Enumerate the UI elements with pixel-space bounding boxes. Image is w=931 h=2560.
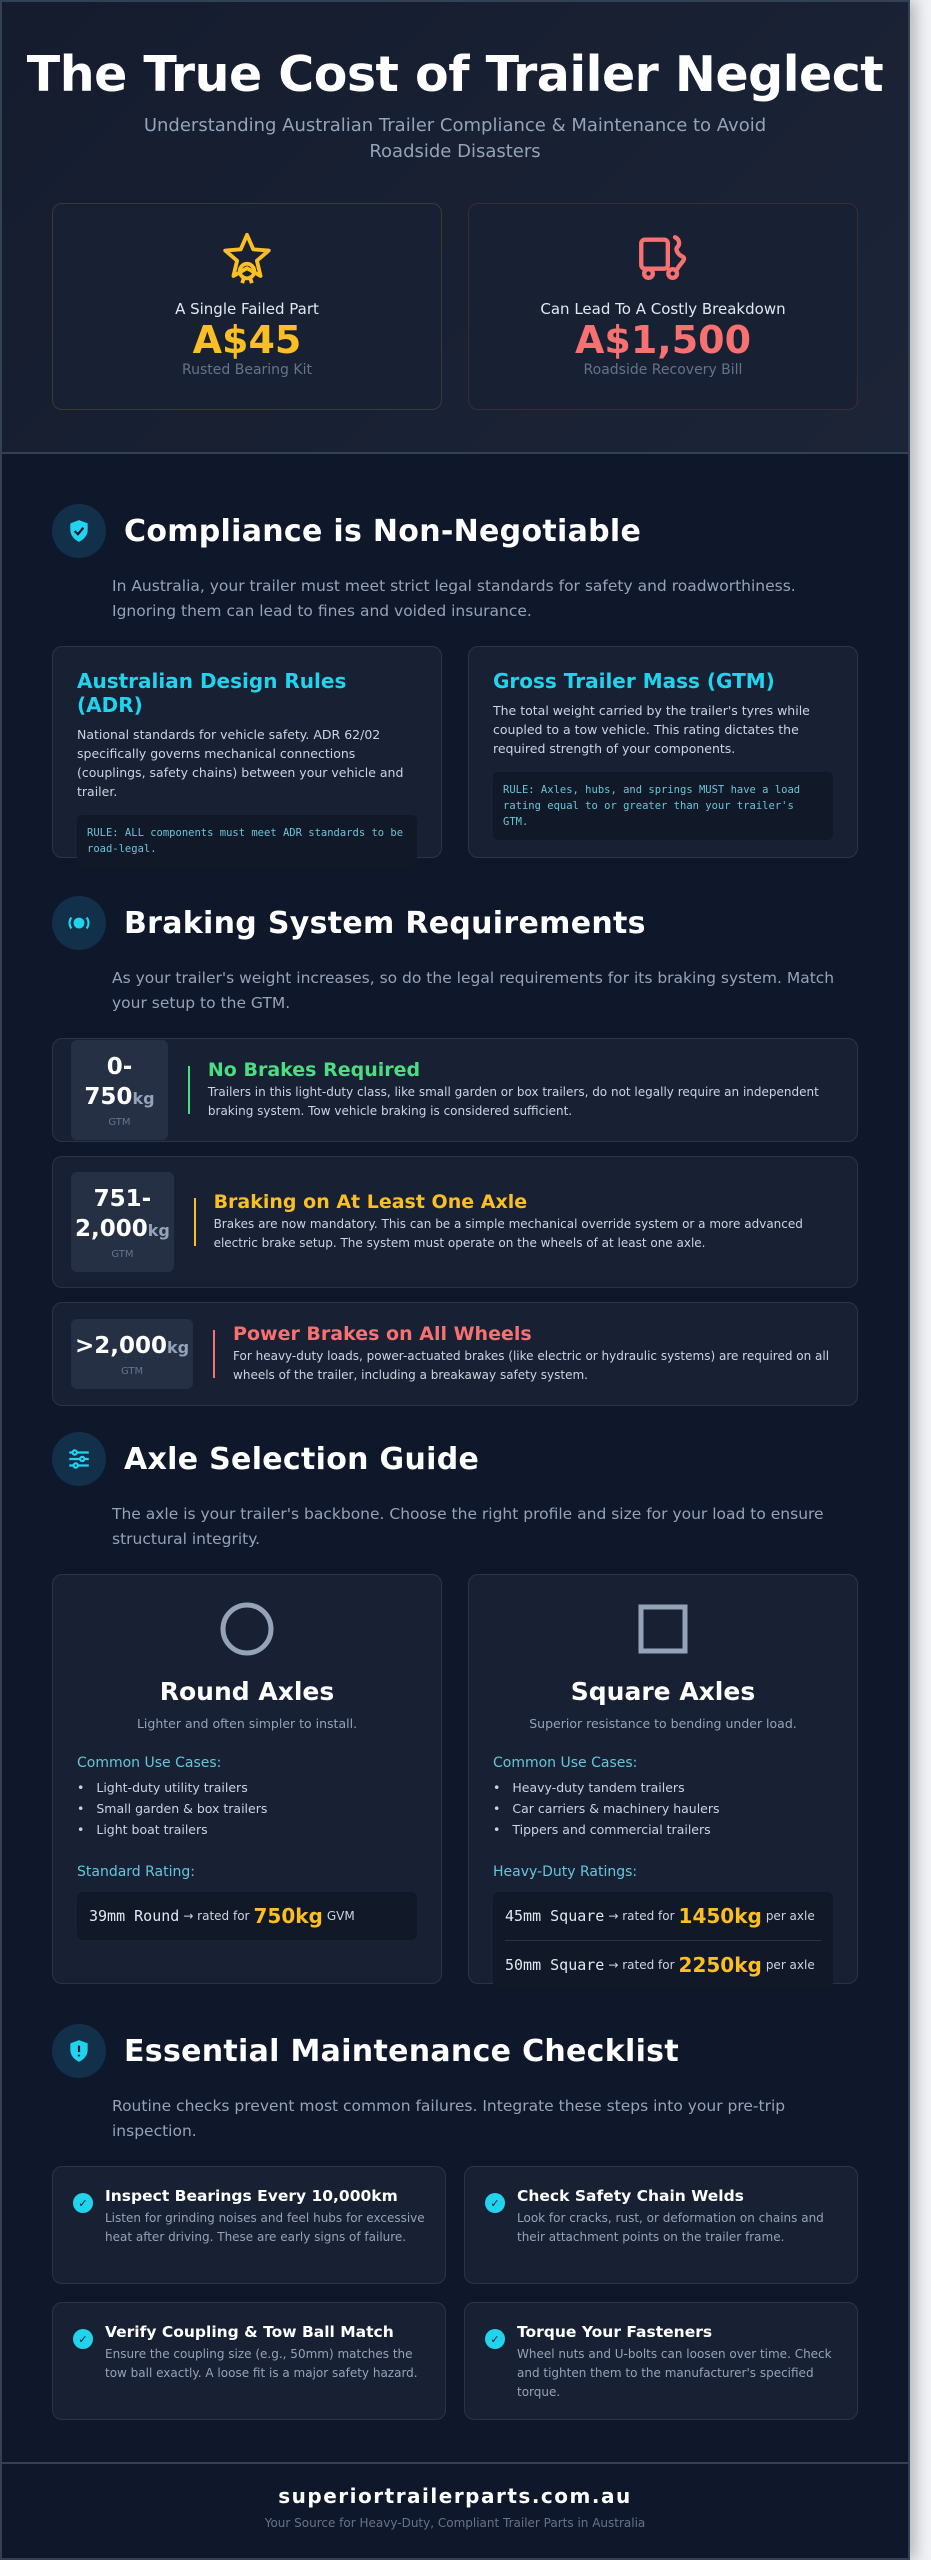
checklist-text: Listen for grinding noises and feel hubs… [105, 2211, 425, 2244]
footer-url[interactable]: superiortrailerparts.com.au [278, 2484, 632, 2508]
card-title: Gross Trailer Mass (GTM) [493, 669, 775, 693]
tier-title: No Brakes Required [207, 1059, 421, 1081]
rule-card-gtm: Gross Trailer Mass (GTM) The total weigh… [468, 646, 858, 858]
section-title: Essential Maintenance Checklist [124, 2033, 679, 2069]
cost-label: A Single Failed Part [175, 300, 319, 318]
hero-section: The True Cost of Trailer Neglect Underst… [2, 2, 908, 454]
cost-card-breakdown: Can Lead To A Costly Breakdown A$1,500 R… [468, 203, 858, 410]
maintenance-section: Essential Maintenance Checklist Routine … [2, 2024, 908, 2420]
cost-amount: A$1,500 [574, 318, 752, 362]
list-item: Car carriers & machinery haulers [493, 1798, 833, 1819]
checklist-title: Check Safety Chain Welds [517, 2187, 744, 2205]
section-title: Compliance is Non-Negotiable [124, 513, 642, 549]
section-title: Axle Selection Guide [124, 1441, 480, 1477]
list-item: Tippers and commercial trailers [493, 1819, 833, 1840]
cost-note: Roadside Recovery Bill [583, 362, 743, 378]
check-icon: ✓ [485, 2193, 505, 2213]
checklist-title: Inspect Bearings Every 10,000km [105, 2187, 398, 2205]
brake-disc-icon [52, 896, 106, 950]
check-icon: ✓ [73, 2193, 93, 2213]
tier-color-bar [187, 1066, 190, 1114]
list-item: Light boat trailers [77, 1819, 417, 1840]
checklist-text: Ensure the coupling size (e.g., 50mm) ma… [105, 2347, 418, 2380]
cost-amount: A$45 [192, 318, 302, 362]
axle-title: Square Axles [570, 1677, 756, 1706]
tow-truck-icon [469, 230, 857, 288]
rating-heading: Standard Rating: [77, 1864, 195, 1880]
checklist-text: Wheel nuts and U-bolts can loosen over t… [517, 2347, 832, 2399]
list-item: Heavy-duty tandem trailers [493, 1777, 833, 1798]
checklist-text: Look for cracks, rust, or deformation on… [517, 2211, 824, 2244]
uses-heading: Common Use Cases: [493, 1755, 638, 1771]
section-title: Braking System Requirements [124, 905, 646, 941]
sliders-icon [52, 1432, 106, 1486]
section-description: As your trailer's weight increases, so d… [112, 969, 835, 1012]
card-title: Australian Design Rules (ADR) [77, 669, 347, 717]
section-description: Routine checks prevent most common failu… [112, 2097, 786, 2140]
shield-check-icon [52, 504, 106, 558]
axle-card-square: Square Axles Superior resistance to bend… [468, 1574, 858, 1988]
card-text: The total weight carried by the trailer'… [493, 703, 810, 756]
checklist-title: Torque Your Fasteners [517, 2323, 713, 2341]
footer-tagline: Your Source for Heavy-Duty, Compliant Tr… [264, 2516, 646, 2530]
check-icon: ✓ [73, 2329, 93, 2349]
section-description: In Australia, your trailer must meet str… [112, 577, 796, 620]
footer: superiortrailerparts.com.au Your Source … [2, 2462, 908, 2530]
list-item: Light-duty utility trailers [77, 1777, 417, 1798]
shield-alert-icon [52, 2024, 106, 2078]
rule-box: RULE: ALL components must meet ADR stand… [77, 815, 417, 867]
tier-color-bar [193, 1198, 196, 1246]
axle-tagline: Superior resistance to bending under loa… [529, 1716, 797, 1731]
axle-section: Axle Selection Guide The axle is your tr… [2, 1432, 908, 1988]
page-title: The True Cost of Trailer Neglect [26, 46, 884, 103]
infographic: The True Cost of Trailer Neglect Underst… [0, 0, 910, 2560]
tier-text: Brakes are now mandatory. This can be a … [213, 1217, 803, 1250]
square-axle-icon [493, 1601, 833, 1661]
rule-box: RULE: Axles, hubs, and springs MUST have… [493, 772, 833, 840]
cost-label: Can Lead To A Costly Breakdown [540, 300, 786, 318]
tier-text: Trailers in this light-duty class, like … [207, 1085, 819, 1118]
compliance-section: Compliance is Non-Negotiable In Australi… [2, 504, 908, 867]
list-item: Small garden & box trailers [77, 1798, 417, 1819]
axle-card-round: Round Axles Lighter and often simpler to… [52, 1574, 442, 1984]
bearing-star-icon [53, 230, 441, 288]
braking-section: Braking System Requirements As your trai… [2, 896, 908, 1406]
tier-title: Power Brakes on All Wheels [233, 1323, 532, 1345]
tier-title: Braking on At Least One Axle [213, 1191, 528, 1213]
uses-heading: Common Use Cases: [77, 1755, 222, 1771]
tier-text: For heavy-duty loads, power-actuated bra… [233, 1349, 830, 1382]
rating-heading: Heavy-Duty Ratings: [493, 1864, 638, 1880]
axle-title: Round Axles [159, 1677, 335, 1706]
checklist-title: Verify Coupling & Tow Ball Match [105, 2323, 394, 2341]
cost-card-part: A Single Failed Part A$45 Rusted Bearing… [52, 203, 442, 410]
page-subtitle: Understanding Australian Trailer Complia… [143, 115, 767, 162]
card-text: National standards for vehicle safety. A… [77, 727, 404, 799]
cost-note: Rusted Bearing Kit [182, 362, 312, 378]
round-axle-icon [77, 1601, 417, 1661]
rule-card-adr: Australian Design Rules (ADR) National s… [52, 646, 442, 867]
axle-tagline: Lighter and often simpler to install. [136, 1716, 358, 1731]
tier-color-bar [213, 1330, 216, 1378]
check-icon: ✓ [485, 2329, 505, 2349]
section-description: The axle is your trailer's backbone. Cho… [112, 1505, 824, 1548]
